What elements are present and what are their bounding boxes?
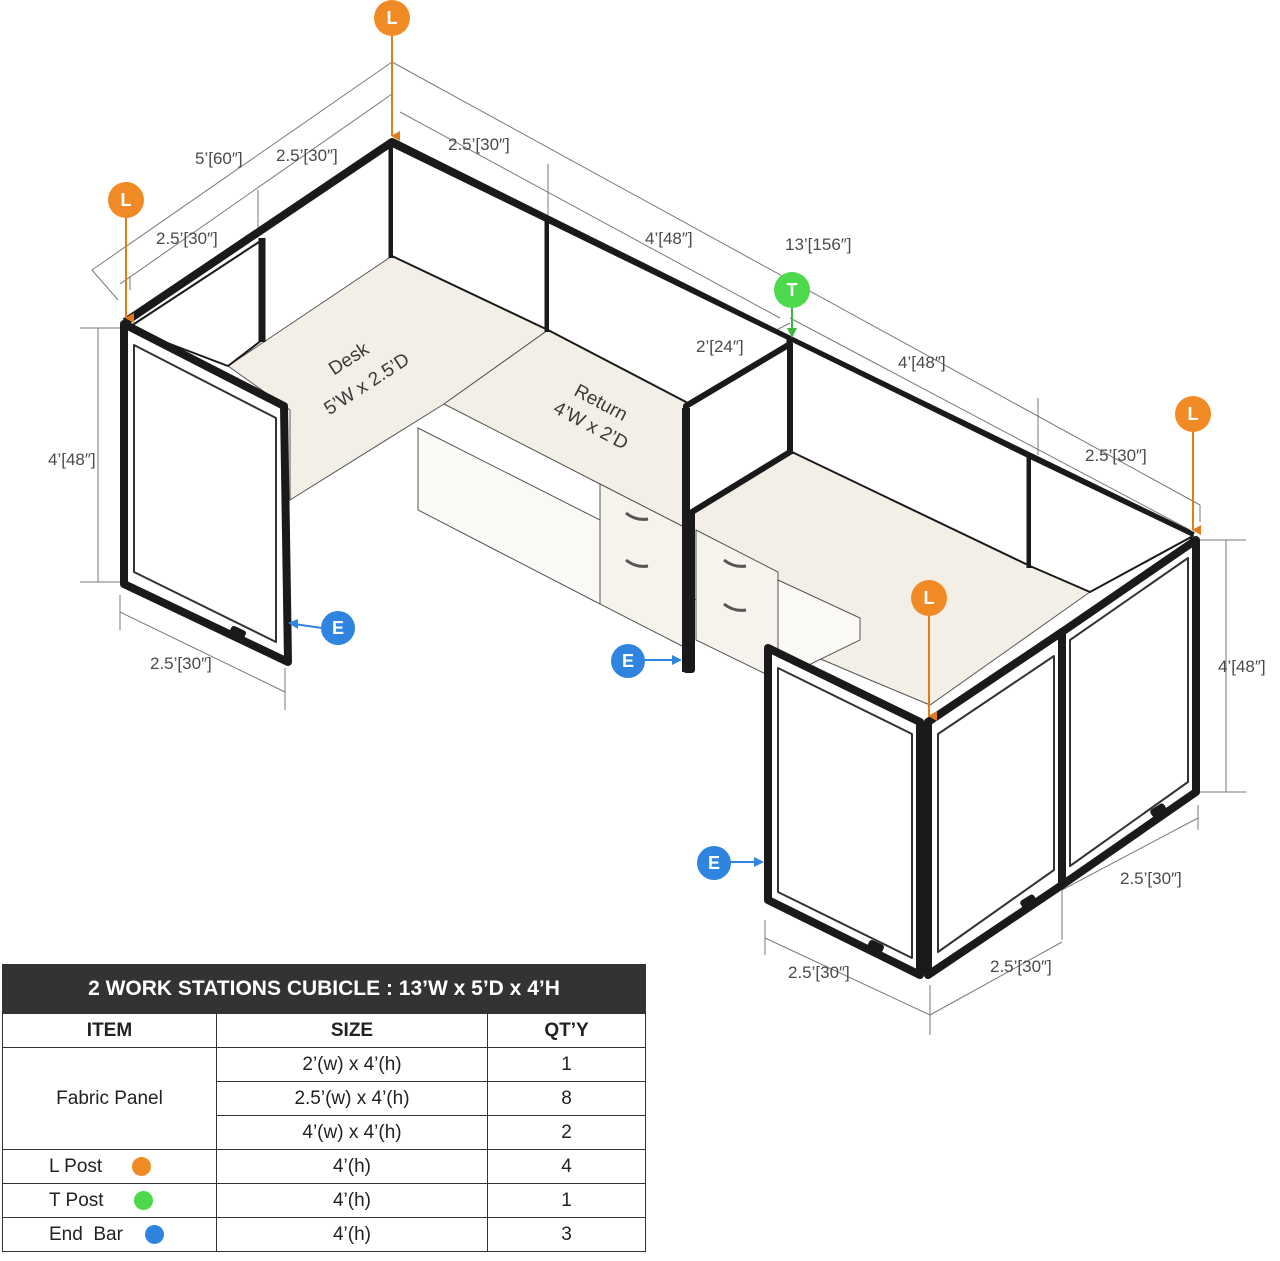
l-post-dot-icon [132,1156,152,1176]
row-qty: 3 [487,1217,646,1252]
svg-text:E: E [332,618,344,638]
dim-front-a: 2.5’[30″] [788,963,850,982]
dim-front-b: 2.5’[30″] [990,957,1052,976]
dim-back-c: 4’[48″] [898,353,946,372]
panels [120,138,1200,979]
back-panel-d [1029,457,1194,593]
svg-text:E: E [622,651,634,671]
row-qty: 8 [487,1081,646,1116]
t-post-marker: T [774,272,810,338]
post-markers: L L L L T E [108,0,1211,880]
svg-text:L: L [121,190,132,210]
row-qty: 2 [487,1115,646,1150]
dim-left-back: 2.5’[30″] [276,146,338,165]
dim-left-front: 2.5’[30″] [150,654,212,673]
dimension-texts: 13’[156″] 5’[60″] 2.5’[30″] 2.5’[30″] 2.… [48,135,1266,982]
row-item: L Post [2,1149,217,1184]
drawer-handles [625,511,747,612]
modesty-left [417,427,601,605]
svg-text:E: E [708,853,720,873]
row-size: 4’(h) [216,1183,488,1218]
l-post-marker-right: L [1175,396,1211,535]
svg-text:T: T [787,280,798,300]
col-header-qty: QT’Y [487,1013,646,1048]
svg-text:L: L [387,8,398,28]
row-item-label: L Post [49,1155,103,1177]
table-row: L Post 4’(h) 4 [2,1149,646,1184]
dim-right-side: 2.5’[30″] [1120,869,1182,888]
table-row: T Post 4’(h) 1 [2,1183,646,1218]
row-size: 4’(h) [216,1217,488,1252]
row-size: 4’(w) x 4’(h) [216,1115,488,1150]
end-bar-marker-left: E [288,611,355,645]
row-item-label: End Bar [49,1223,123,1245]
desk-surfaces [227,255,1091,706]
end-bar-marker-mid: E [611,644,682,678]
dim-back-a: 2.5’[30″] [448,135,510,154]
end-bar-dot-icon [144,1224,164,1244]
fabric-panel-label: Fabric Panel [2,1047,217,1150]
modesty-right [777,579,861,681]
spec-table-title: 2 WORK STATIONS CUBICLE : 13’W x 5’D x 4… [2,964,646,1014]
t-post-dot-icon [133,1190,153,1210]
svg-text:L: L [924,588,935,608]
dim-left-side: 2.5’[30″] [156,229,218,248]
table-row: End Bar 4’(h) 3 [2,1217,646,1252]
row-item: End Bar [2,1217,217,1252]
row-item-label: T Post [49,1189,104,1211]
row-size: 4’(h) [216,1149,488,1184]
table-row: 4’(w) x 4’(h) 2 [3,1115,646,1150]
l-post-marker-front: L [911,580,947,721]
dim-right-back: 2.5’[30″] [1085,446,1147,465]
table-row: Fabric Panel 2’(w) x 4’(h) 1 [2,1047,646,1150]
row-qty: 1 [487,1183,646,1218]
row-qty: 4 [487,1149,646,1184]
dim-total-width: 13’[156″] [785,235,852,254]
dim-left-height: 4’[48″] [48,450,96,469]
row-item: T Post [2,1183,217,1218]
col-header-item: ITEM [2,1013,217,1048]
end-bar-marker-front: E [697,846,764,880]
l-post-marker-back: L [374,0,410,141]
dim-right-height: 4’[48″] [1218,657,1266,676]
svg-text:L: L [1188,404,1199,424]
l-post-marker-left: L [108,182,144,323]
col-header-size: SIZE [216,1013,488,1048]
row-size: 2.5’(w) x 4’(h) [216,1081,488,1116]
dim-left-depth: 5’[60″] [195,149,243,168]
dim-divider: 2’[24″] [696,337,744,356]
row-size: 2’(w) x 4’(h) [216,1047,488,1082]
spec-table: 2 WORK STATIONS CUBICLE : 13’W x 5’D x 4… [2,964,646,1252]
dim-back-b: 4’[48″] [645,229,693,248]
row-qty: 1 [487,1047,646,1082]
